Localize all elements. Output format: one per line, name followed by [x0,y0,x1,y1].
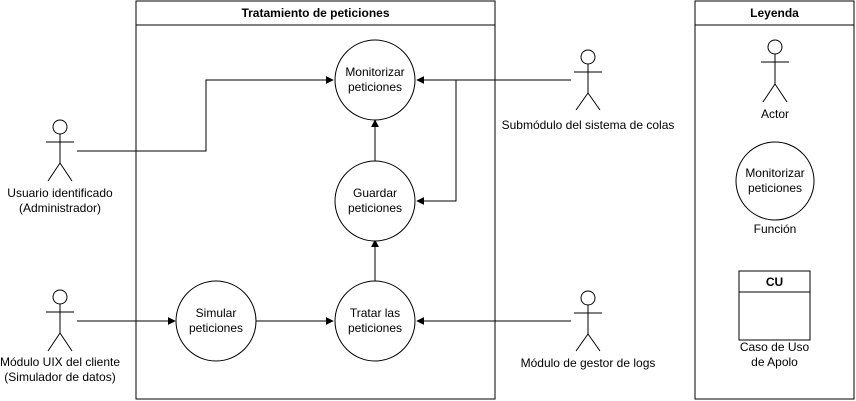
actor-queue-icon [574,49,602,111]
actor-uix-icon [46,289,74,352]
system-boundary-title: Tratamiento de peticiones [241,6,389,20]
actor-logs-icon [574,290,602,352]
use-case-store-line-2: peticiones [348,201,402,215]
use-case-store-line-1: Guardar [353,186,397,200]
use-case-simulate-line-1: Simular [196,306,237,320]
legend-actor-icon [761,39,789,103]
actor-admin: Usuario identificado (Administrador) [7,119,113,215]
actor-admin-line-1: Usuario identificado [7,186,113,200]
use-case-process-line-1: Tratar las [350,306,400,320]
actor-admin-icon [46,119,74,182]
actor-logs-line-1: Módulo de gestor de logs [521,356,656,370]
actor-admin-line-2: (Administrador) [19,201,101,215]
actor-logs: Módulo de gestor de logs [521,290,656,370]
use-case-simulate: Simular peticiones [175,280,257,362]
use-case-simulate-line-2: peticiones [189,321,243,335]
edge-queue-to-store [416,80,457,205]
legend-title: Leyenda [750,6,799,20]
use-case-monitor-line-1: Monitorizar [345,65,404,79]
legend-cu-box: CU Caso de Uso de Apolo [738,270,811,369]
use-case-process-line-2: peticiones [348,321,402,335]
edge-admin-to-monitor [77,76,334,152]
legend-box: Leyenda Actor Monitorizar peticiones Fun… [694,0,855,400]
actor-uix: Módulo UIX del cliente (Simulador de dat… [0,289,120,384]
system-boundary: Tratamiento de peticiones [135,0,496,400]
use-case-monitor: Monitorizar peticiones [334,39,416,121]
actor-queue: Submódulo del sistema de colas [502,49,675,132]
legend-cu-label-line-2: de Apolo [751,355,798,369]
actor-uix-line-2: (Simulador de datos) [4,370,115,384]
legend-cu-label-line-1: Caso de Uso [740,340,810,354]
legend-function-line-2: peticiones [748,181,802,195]
legend-function-line-1: Monitorizar [745,166,804,180]
actor-queue-line-1: Submódulo del sistema de colas [502,118,675,132]
connectors [77,76,571,325]
legend-cu-title: CU [766,275,783,289]
legend-function-label: Función [754,222,797,236]
legend-actor-label: Actor [761,107,789,121]
use-case-monitor-line-2: peticiones [348,80,402,94]
actor-uix-line-1: Módulo UIX del cliente [0,355,120,369]
legend-function-circle: Monitorizar peticiones [735,141,815,221]
use-case-process: Tratar las peticiones [334,280,416,362]
use-case-store: Guardar peticiones [334,160,416,242]
